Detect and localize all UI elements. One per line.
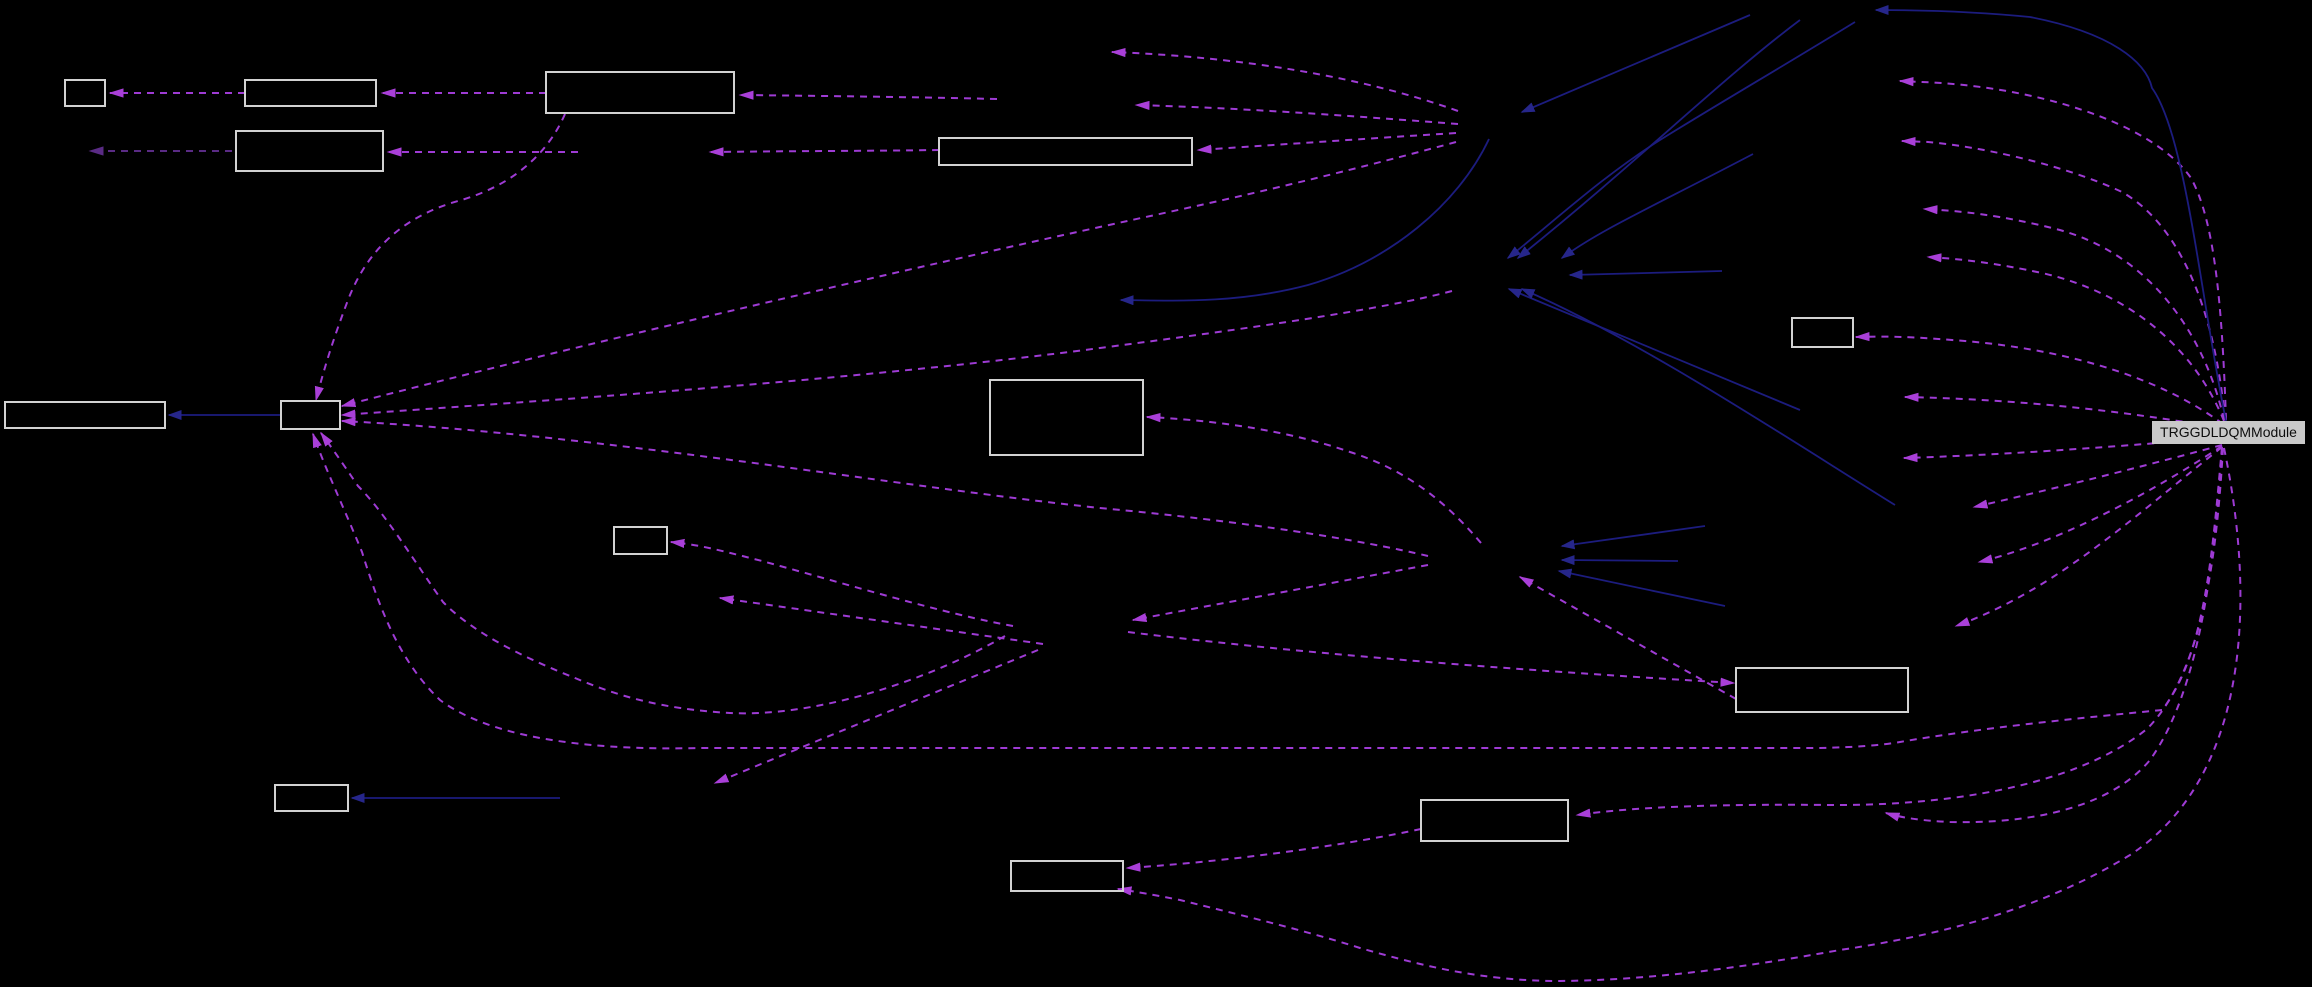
svg-text:TRGGDLDQMModule: TRGGDLDQMModule — [2160, 424, 2297, 440]
